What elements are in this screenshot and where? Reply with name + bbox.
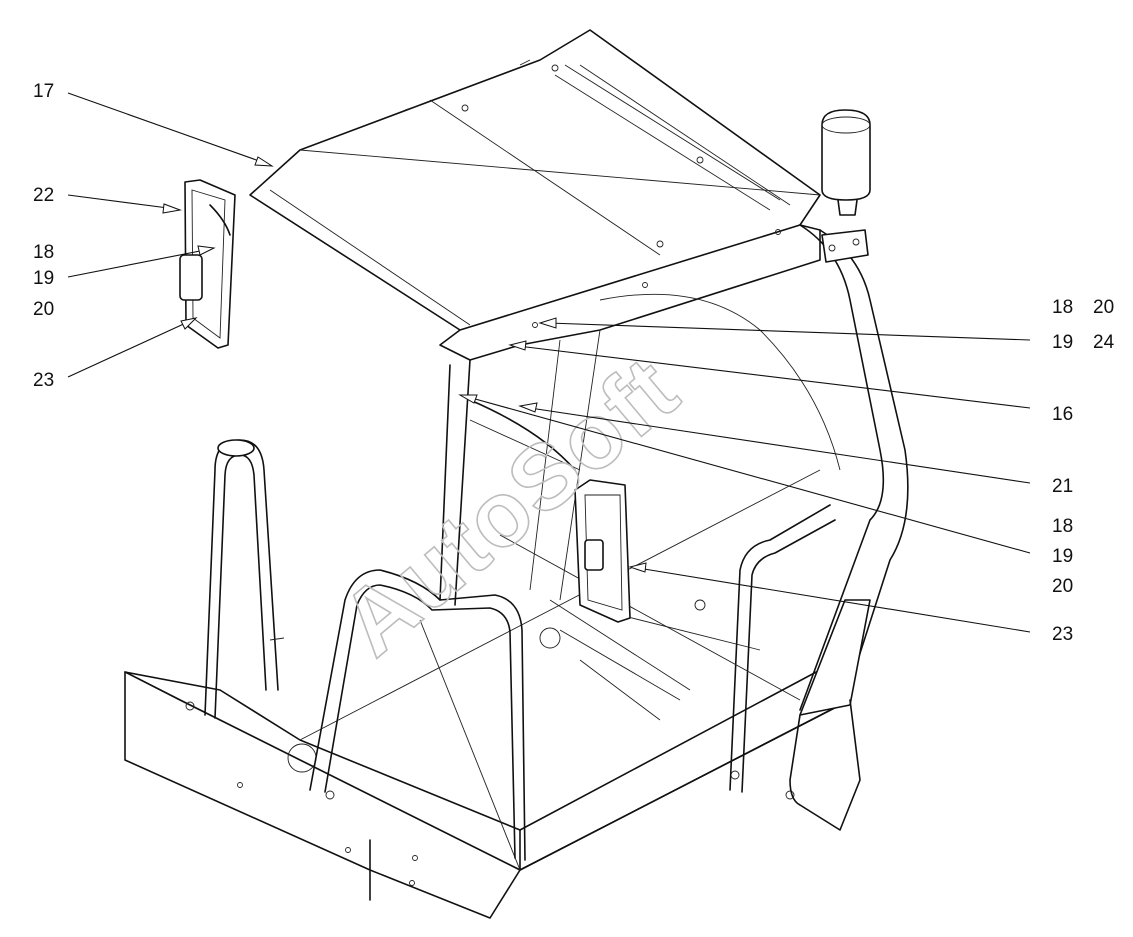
leader-lines	[67, 92, 1031, 633]
callout-23-right: 23	[1052, 624, 1073, 645]
callout-20-right: 20	[1052, 576, 1073, 597]
roof-panel	[249, 29, 821, 331]
callout-23-left: 23	[33, 370, 54, 391]
callout-20-upper-right: 20	[1093, 297, 1114, 318]
callout-19-right: 19	[1052, 546, 1073, 567]
handrail-left	[204, 439, 285, 719]
autosoft-watermark: AutoSoft	[321, 336, 698, 676]
callout-18-left: 18	[33, 242, 54, 263]
callout-16: 16	[1052, 404, 1073, 425]
callout-labels: 17 22 18 19 20 23 18 20 19 24 16 21 18 1…	[33, 81, 1115, 645]
callout-17: 17	[33, 81, 54, 102]
callout-19-upper-right: 19	[1052, 332, 1073, 353]
callout-18-right: 18	[1052, 516, 1073, 537]
callout-24: 24	[1093, 332, 1115, 353]
callout-18-upper-right: 18	[1052, 297, 1073, 318]
mirror-center	[469, 399, 631, 623]
callout-22: 22	[33, 185, 54, 206]
beacon-light	[821, 109, 871, 263]
handrail-right	[729, 504, 836, 793]
callout-20-left: 20	[33, 299, 54, 320]
callout-21: 21	[1052, 476, 1073, 497]
watermark-text: AutoSoft	[322, 337, 697, 675]
floor-platform	[124, 469, 851, 919]
callout-19-left: 19	[33, 268, 54, 289]
handrail-center	[309, 569, 526, 861]
mirror-left	[179, 179, 236, 349]
